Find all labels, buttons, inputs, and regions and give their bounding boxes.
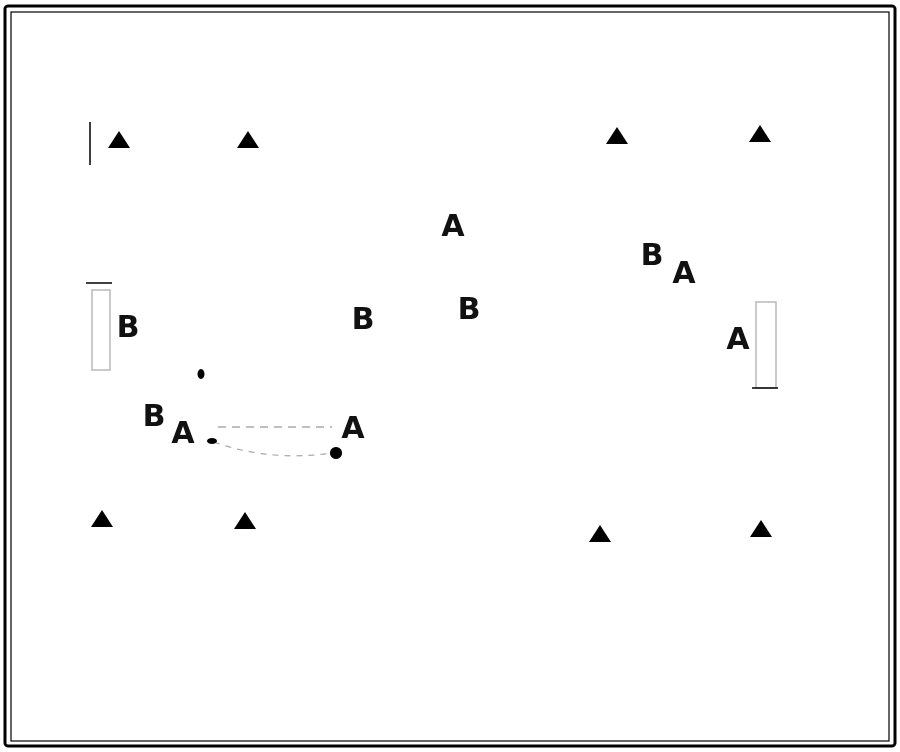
ball-marker <box>197 369 205 379</box>
cone-marker <box>606 127 628 144</box>
cone-marker <box>91 510 113 527</box>
player-label-b: B <box>458 292 481 327</box>
player-label-a: A <box>672 256 696 291</box>
goal-right <box>755 301 777 389</box>
cone-marker <box>234 512 256 529</box>
goal-left <box>91 289 111 371</box>
player-label-b: B <box>143 399 166 434</box>
player-label-b: B <box>352 302 375 337</box>
cone-marker <box>108 131 130 148</box>
player-label-b: B <box>641 238 664 273</box>
player-label-a: A <box>441 209 465 244</box>
cone-marker <box>237 131 259 148</box>
cone-marker <box>589 525 611 542</box>
inner-frame <box>10 11 890 742</box>
ball-marker <box>207 438 217 444</box>
cone-marker <box>749 125 771 142</box>
outer-frame <box>3 4 897 748</box>
player-label-a: A <box>341 411 365 446</box>
player-label-b: B <box>117 310 140 345</box>
cone-marker <box>750 520 772 537</box>
player-label-a: A <box>726 322 750 357</box>
ball-marker <box>330 447 342 459</box>
player-label-a: A <box>171 416 195 451</box>
pass-path <box>213 441 333 457</box>
